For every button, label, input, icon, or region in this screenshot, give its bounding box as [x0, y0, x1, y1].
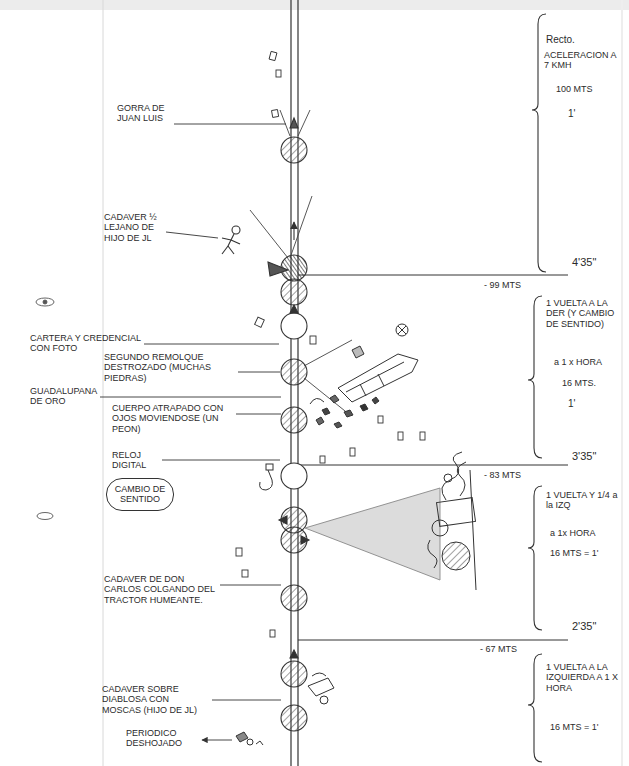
sketch-annotation: 1 VUELTA Y 1/4 a la IZQ	[546, 490, 624, 511]
note-box: CAMBIO DE SENTIDO	[106, 478, 174, 511]
sketch-annotation: GUADALUPANA DE ORO	[30, 386, 98, 407]
sketch-annotation: ACELERACION A 7 KMH	[544, 50, 622, 71]
sketch-annotation: Recto.	[546, 34, 606, 46]
view-cone	[250, 110, 440, 580]
sketch-annotation: 16 MTS = 1'	[550, 548, 606, 558]
sketch-annotation: a 1 x HORA	[554, 357, 620, 367]
trailer-wreck	[310, 324, 418, 428]
sketch-annotation: CADAVER DE DON CARLOS COLGANDO DEL TRACT…	[104, 574, 218, 605]
sketch-annotation: CUERPO ATRAPADO CON OJOS MOVIENDOSE (UN …	[112, 403, 234, 434]
eye-doodle	[36, 298, 54, 520]
sketch-annotation: 16 MTS = 1'	[550, 722, 606, 732]
sketch-annotation: CARTERA Y CREDENCIAL CON FOTO	[30, 333, 142, 354]
bracket	[528, 14, 546, 762]
sketch-annotation: - 83 MTS	[484, 470, 530, 480]
time-marker-line	[298, 275, 568, 640]
sketch-annotation: 1 VUELTA A LA DER (Y CAMBIO DE SENTIDO)	[546, 298, 624, 329]
box-text: CAMBIO DE SENTIDO	[114, 484, 166, 505]
watch-sketch	[260, 464, 273, 490]
sketch-annotation: 1'	[568, 398, 588, 410]
sketch-annotation: CADAVER SOBRE DIABLOSA CON MOSCAS (HIJO …	[102, 684, 210, 715]
sketch-annotation: CADAVER ½ LEJANO DE HIJO DE JL	[104, 212, 162, 243]
sketch-annotation: 16 MTS.	[562, 378, 612, 388]
sketch-annotation: GORRA DE JUAN LUIS	[117, 103, 171, 124]
sketch-annotation: - 99 MTS	[484, 280, 544, 290]
sketch-annotation: 1'	[568, 108, 588, 120]
sketch-annotation: 4'35"	[572, 256, 618, 269]
sketch-annotation: - 67 MTS	[480, 644, 526, 654]
sketch-annotation: SEGUNDO REMOLQUE DESTROZADO (MUCHAS PIED…	[104, 352, 236, 383]
hand-truck-sketch	[236, 673, 334, 745]
sketch-annotation: PERIODICO DESHOJADO	[126, 728, 198, 749]
sketch-annotation: a 1x HORA	[550, 528, 616, 538]
sketch-annotation: RELOJ DIGITAL	[112, 450, 160, 471]
sketch-annotation: 3'35"	[572, 450, 618, 463]
sketch-annotation: 100 MTS	[556, 84, 606, 94]
body-figure	[222, 226, 240, 254]
tractor-sketch	[428, 452, 476, 590]
leader-line	[100, 124, 286, 740]
sketch-annotation: 2'35"	[572, 620, 618, 633]
camera-position	[268, 118, 309, 731]
sketch-annotation: 1 VUELTA A LA IZQUIERDA A 1 X HORA	[546, 662, 624, 693]
